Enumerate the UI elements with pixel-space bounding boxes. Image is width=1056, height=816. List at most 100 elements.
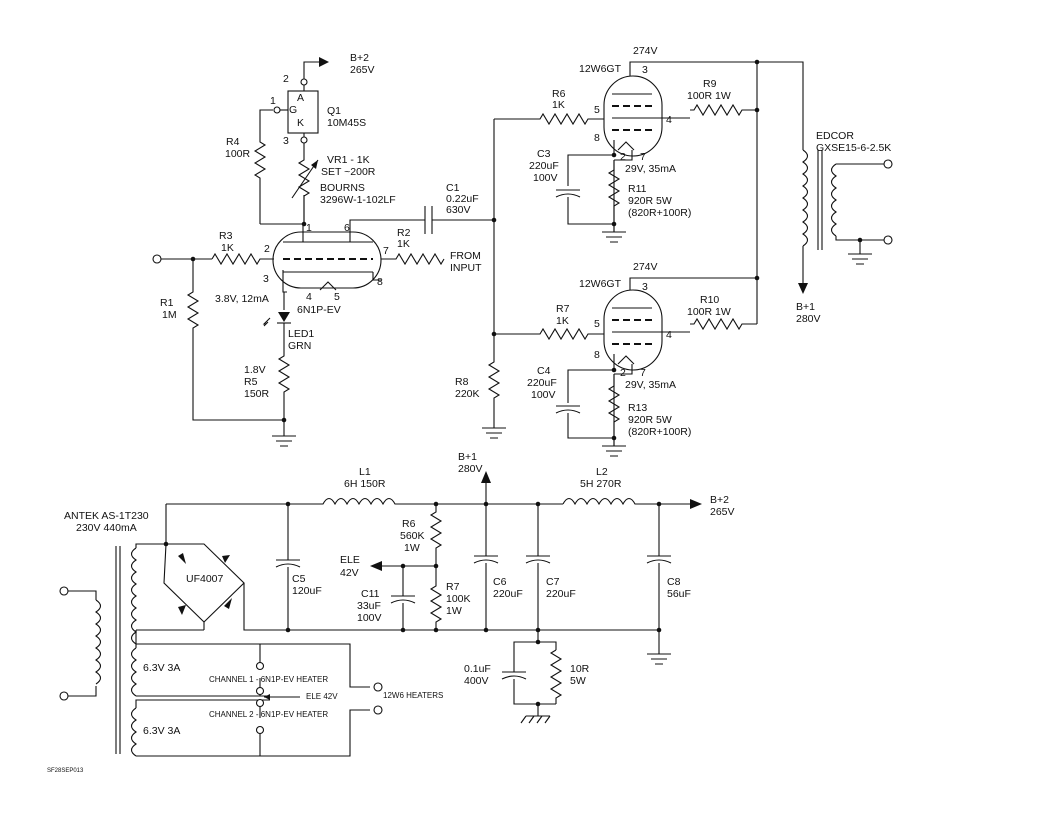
t1-operating-point: 29V, 35mA — [625, 163, 676, 175]
heater-winding-1: 6.3V 3A — [143, 662, 180, 674]
antek-rating: 230V 440mA — [76, 522, 137, 534]
v1-operating-point: 3.8V, 12mA — [215, 293, 269, 305]
c8-name: C8 — [667, 576, 681, 588]
r11-value: 920R 5W — [628, 195, 672, 207]
t1-pin2: 2 — [620, 151, 626, 163]
l1-name: L1 — [359, 466, 371, 478]
led1-color: GRN — [288, 340, 311, 352]
c3-voltage: 100V — [533, 172, 558, 184]
r7-ps-watt: 1W — [446, 605, 462, 617]
bridge-rectifier: UF4007 — [186, 573, 224, 585]
c1-name: C1 — [446, 182, 460, 194]
l2-value: 5H 270R — [580, 478, 622, 490]
t2-pin7: 7 — [640, 367, 646, 379]
power-supply: ANTEK AS-1T230 230V 440mA UF4007 C5 120u… — [59, 451, 735, 757]
t1-name: 12W6GT — [579, 63, 622, 75]
c5-name: C5 — [292, 573, 306, 585]
r10-value: 100R 1W — [687, 306, 731, 318]
r1-value: 1M — [162, 309, 177, 321]
ele-voltage: 42V — [340, 567, 359, 579]
c11-value: 33uF — [357, 600, 381, 612]
r13-name: R13 — [628, 402, 647, 414]
c5-value: 120uF — [292, 585, 322, 597]
c4-name: C4 — [537, 365, 551, 377]
vr1-name: VR1 - 1K — [327, 154, 370, 166]
b-plus-1-out-voltage: 280V — [796, 313, 821, 325]
c4-value: 220uF — [527, 377, 557, 389]
v1-pin4: 4 — [306, 291, 312, 303]
b-plus-1-out: B+1 — [796, 301, 815, 313]
c4-voltage: 100V — [531, 389, 556, 401]
v1-name: 6N1P-EV — [297, 304, 341, 316]
r6-upper-name: R6 — [552, 88, 566, 100]
heater-winding-2: 6.3V 3A — [143, 725, 180, 737]
t1-pin5: 5 — [594, 104, 600, 116]
r7-ps-value: 100K — [446, 593, 471, 605]
t2-name: 12W6GT — [579, 278, 622, 290]
t2-pin2: 2 — [620, 367, 626, 379]
t1-pin3: 3 — [642, 64, 648, 76]
v1-pin8: 8 — [377, 276, 383, 288]
c6-value: 220uF — [493, 588, 523, 600]
r7-upper-name: R7 — [556, 303, 570, 315]
gnd-cap-voltage: 400V — [464, 675, 489, 687]
b-plus-1-ps: B+1 — [458, 451, 477, 463]
from-label: FROM — [450, 250, 481, 262]
speaker-out-hot[interactable] — [883, 159, 893, 169]
q1-pin3: 3 — [283, 135, 289, 147]
b-plus-2-top: B+2 — [350, 52, 369, 64]
r7-upper-value: 1K — [556, 315, 569, 327]
b-plus-2-ps-voltage: 265V — [710, 506, 735, 518]
input-terminal[interactable] — [152, 254, 162, 264]
r11-name: R11 — [628, 183, 647, 195]
b-plus-2-top-voltage: 265V — [350, 64, 375, 76]
r3-value: 1K — [221, 242, 234, 254]
input-label: INPUT — [450, 262, 482, 274]
c3-value: 220uF — [529, 160, 559, 172]
c1-voltage: 630V — [446, 204, 471, 216]
antek-label: ANTEK AS-1T230 — [64, 510, 149, 522]
vr1-setting: SET ~200R — [321, 166, 376, 178]
r6-ps-value: 560K — [400, 530, 425, 542]
r7-ps-name: R7 — [446, 581, 460, 593]
output-stage: R8 220K 274V 12W6GT R6 1K 3 5 4 8 2 7 R9… — [455, 45, 893, 457]
q1-part: 10M45S — [327, 117, 366, 129]
c8-value: 56uF — [667, 588, 691, 600]
12w6-heaters: 12W6 HEATERS — [383, 691, 443, 700]
q1-name: Q1 — [327, 105, 341, 117]
led1-name: LED1 — [288, 328, 314, 340]
v1-pin1: 1 — [306, 222, 312, 234]
gnd-cap-value: 0.1uF — [464, 663, 491, 675]
c3-name: C3 — [537, 148, 551, 160]
r13-value: 920R 5W — [628, 414, 672, 426]
r2-name: R2 — [397, 227, 411, 239]
t2-pin3: 3 — [642, 281, 648, 293]
channel-1-heater: CHANNEL 1 - 6N1P-EV HEATER — [209, 675, 328, 684]
speaker-out-ground[interactable] — [883, 235, 893, 245]
v1-pin7: 7 — [383, 245, 389, 257]
t2-plate-voltage: 274V — [633, 261, 658, 273]
triode-6n1p-ev — [272, 231, 382, 289]
gnd-res-watt: 5W — [570, 675, 586, 687]
v1-pin5: 5 — [334, 291, 340, 303]
q1-pin2: 2 — [283, 73, 289, 85]
r9-value: 100R 1W — [687, 90, 731, 102]
t1-plate-voltage: 274V — [633, 45, 658, 57]
c11-name: C11 — [361, 588, 380, 600]
edcor-label: EDCOR — [816, 130, 854, 142]
r5-voltage: 1.8V — [244, 364, 266, 376]
r10-name: R10 — [700, 294, 719, 306]
drawing-reference: SF28SEP013 — [47, 768, 84, 774]
tube-12w6gt-1 — [603, 75, 663, 157]
r2-value: 1K — [397, 238, 410, 250]
tube-12w6gt-2 — [603, 289, 663, 371]
r13-note: (820R+100R) — [628, 426, 691, 438]
c7-name: C7 — [546, 576, 560, 588]
v1-pin6: 6 — [344, 222, 350, 234]
r6-ps-name: R6 — [402, 518, 416, 530]
r6-upper-value: 1K — [552, 99, 565, 111]
c7-value: 220uF — [546, 588, 576, 600]
r11-note: (820R+100R) — [628, 207, 691, 219]
t2-pin4: 4 — [666, 329, 672, 341]
